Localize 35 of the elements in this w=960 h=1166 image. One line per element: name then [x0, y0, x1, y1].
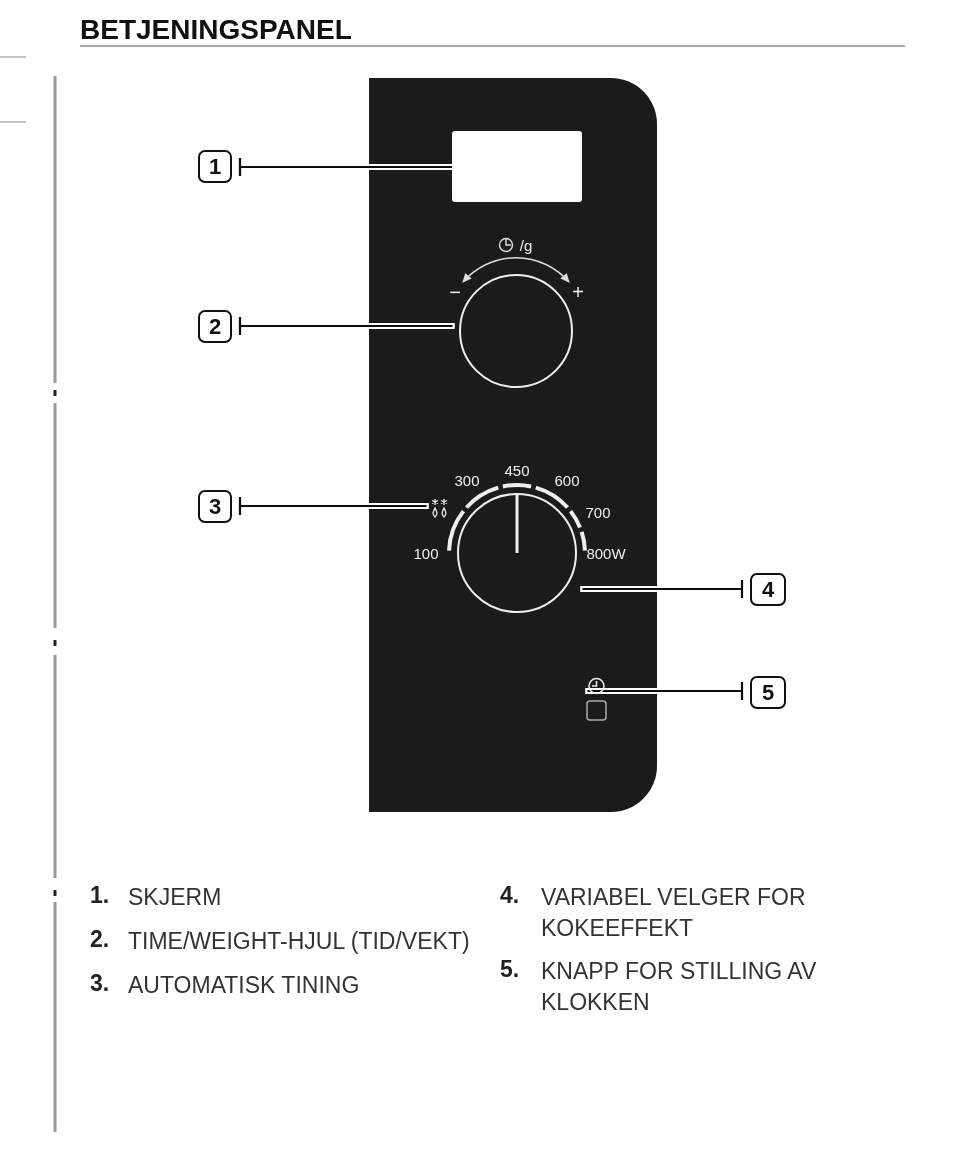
list-number: 4. [500, 882, 520, 909]
clock-button-icon [586, 677, 607, 721]
list-item-text: AUTOMATISK TINING [128, 971, 361, 1000]
power-knob [457, 493, 577, 613]
minus-sign: − [449, 280, 461, 304]
callout-number: 5 [750, 676, 786, 709]
leader-line [581, 578, 744, 600]
list-item-text: SKJERM [128, 883, 223, 912]
list-item-text: VARIABEL VELGER FOR KOKEEFFEKT [541, 883, 807, 943]
list-number: 3. [90, 970, 110, 997]
scale-label: 600 [554, 471, 580, 489]
list-number: 1. [90, 882, 110, 909]
list-number: 2. [90, 926, 110, 953]
display-window [452, 131, 582, 202]
leader-line [238, 156, 454, 178]
leader-line [586, 680, 744, 702]
scale-label: 100 [413, 544, 439, 562]
list-number: 5. [500, 956, 520, 983]
weight-unit-label: /g [519, 236, 533, 254]
list-item-text: TIME/WEIGHT-HJUL (TID/VEKT) [128, 927, 471, 956]
scale-label: 450 [504, 461, 530, 479]
plus-sign: + [572, 280, 584, 304]
leader-line [238, 315, 454, 337]
scale-label: 800W [586, 544, 626, 562]
leader-line [238, 495, 428, 517]
scale-label: 300 [454, 471, 480, 489]
scale-label: 700 [585, 503, 611, 521]
callout-number: 2 [198, 310, 232, 343]
time-knob [459, 274, 573, 388]
heading: BETJENINGSPANEL [80, 14, 352, 46]
list-item-text: KNAPP FOR STILLING AV KLOKKEN [541, 957, 818, 1017]
callout-number: 3 [198, 490, 232, 523]
callout-number: 1 [198, 150, 232, 183]
defrost-icon [430, 498, 450, 518]
callout-number: 4 [750, 573, 786, 606]
